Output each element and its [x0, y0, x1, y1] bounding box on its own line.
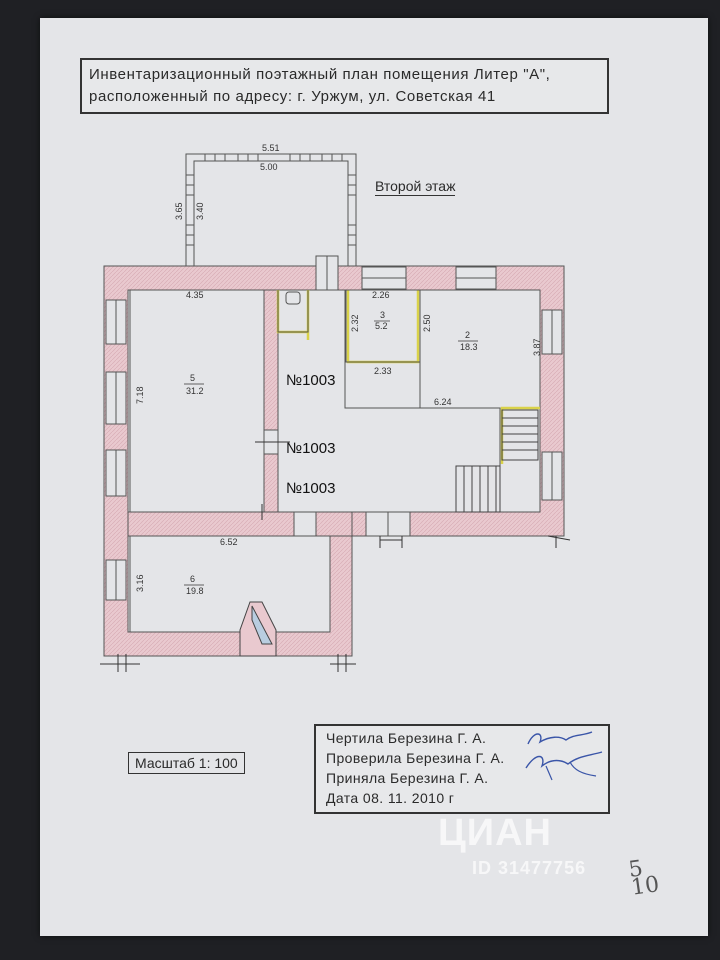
- room5-area: 31.2: [186, 386, 204, 396]
- room2-area: 18.3: [460, 342, 478, 352]
- title-block: Инвентаризационный поэтажный план помеще…: [80, 58, 609, 114]
- watermark-logo: ЦИАН: [438, 812, 552, 854]
- dim-room5-width: 4.35: [186, 290, 204, 300]
- dim-balcony-depth-outer: 3.65: [174, 202, 184, 220]
- premises-label-2: №1003: [286, 440, 336, 457]
- dim-balcony-outer: 5.51: [262, 143, 280, 153]
- title-line-1: Инвентаризационный поэтажный план помеще…: [89, 66, 551, 83]
- stove: [239, 601, 277, 657]
- room5-number: 5: [190, 373, 195, 383]
- handwritten-page-number: 5 10: [627, 856, 661, 901]
- signature-block: Чертила Березина Г. А. Проверила Березин…: [314, 724, 610, 814]
- room-labels: [184, 320, 478, 586]
- dim-room3-width: 2.26: [372, 290, 390, 300]
- watermark-id: ID 31477756: [472, 858, 587, 878]
- dim-room5-length: 7.18: [135, 386, 145, 404]
- dim-room2-length: 3.87: [532, 338, 542, 356]
- windows: [105, 255, 563, 601]
- room3-number: 3: [380, 310, 385, 320]
- floor-label: Второй этаж: [375, 178, 456, 196]
- dim-balcony-depth-inner: 3.40: [195, 202, 205, 220]
- dim-room6-length: 3.16: [135, 574, 145, 592]
- doors: [263, 429, 411, 537]
- dim-room2-bottom: 6.24: [434, 397, 452, 407]
- dim-room3-left: 2.32: [350, 314, 360, 332]
- handwritten-signatures: [525, 731, 603, 781]
- room3-area: 5.2: [375, 321, 388, 331]
- room2-number: 2: [465, 330, 470, 340]
- outer-walls: [103, 265, 565, 657]
- dimension-labels: 5.51 5.00 3.65 3.40 4.35 7.18 2.26 2.32 …: [135, 143, 542, 592]
- dim-room6-width: 6.52: [220, 537, 238, 547]
- premises-label-1: №1003: [286, 372, 336, 389]
- handwritten-bottom: 10: [629, 872, 661, 901]
- sig-checked-by: Проверила Березина Г. А.: [326, 750, 505, 766]
- sig-drawn-by: Чертила Березина Г. А.: [326, 730, 487, 746]
- room6-number: 6: [190, 574, 195, 584]
- stairs: [455, 409, 539, 513]
- room6-area: 19.8: [186, 586, 204, 596]
- sig-accepted-by: Приняла Березина Г. А.: [326, 770, 489, 786]
- title-line-2: расположенный по адресу: г. Уржум, ул. С…: [89, 88, 496, 105]
- dim-room3-bottom: 2.33: [374, 366, 392, 376]
- sig-date: Дата 08. 11. 2010 г: [326, 790, 455, 806]
- dim-balcony-inner: 5.00: [260, 162, 278, 172]
- dim-room3-right: 2.50: [422, 314, 432, 332]
- scale-box: Масштаб 1: 100: [128, 752, 245, 774]
- partitions: [127, 289, 353, 537]
- premises-label-3: №1003: [286, 480, 336, 497]
